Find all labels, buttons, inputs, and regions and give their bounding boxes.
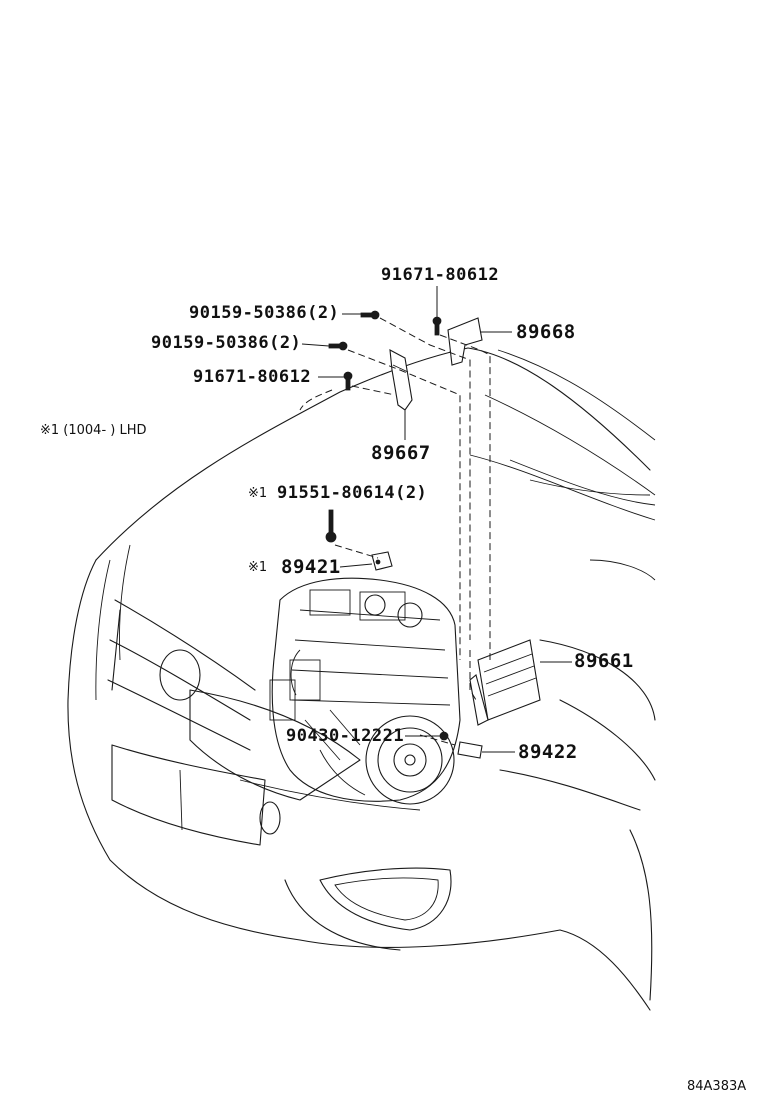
- ecu-module: [469, 639, 541, 726]
- engine-assembly: [269, 577, 461, 805]
- part-label-90159-50386-lower[interactable]: 90159-50386(2): [151, 333, 302, 353]
- figure-code: 84A383A: [687, 1079, 747, 1094]
- part-label-90430-12221[interactable]: 90430-12221: [286, 726, 405, 746]
- note-mark-91551: ※1: [248, 486, 268, 501]
- part-label-89661[interactable]: 89661: [574, 650, 634, 672]
- part-label-91671-80612-mid[interactable]: 91671-80612: [193, 367, 312, 387]
- lhd-note: ※1 (1004- ) LHD: [40, 423, 147, 438]
- fasteners: [325, 310, 483, 759]
- part-label-91671-80612-top[interactable]: 91671-80612: [381, 265, 500, 285]
- part-label-89667[interactable]: 89667: [371, 442, 431, 464]
- part-label-89422[interactable]: 89422: [518, 741, 578, 763]
- bracket-parts: [389, 317, 483, 411]
- part-label-91551-80614[interactable]: 91551-80614(2): [277, 483, 428, 503]
- part-label-89668[interactable]: 89668: [516, 321, 576, 343]
- assembly-guide-lines: [299, 317, 491, 746]
- note-mark-89421: ※1: [248, 560, 268, 575]
- part-label-90159-50386-upper[interactable]: 90159-50386(2): [189, 303, 340, 323]
- leader-lines: [301, 286, 572, 753]
- car-body-outline: [67, 347, 656, 1011]
- part-label-89421[interactable]: 89421: [281, 556, 341, 578]
